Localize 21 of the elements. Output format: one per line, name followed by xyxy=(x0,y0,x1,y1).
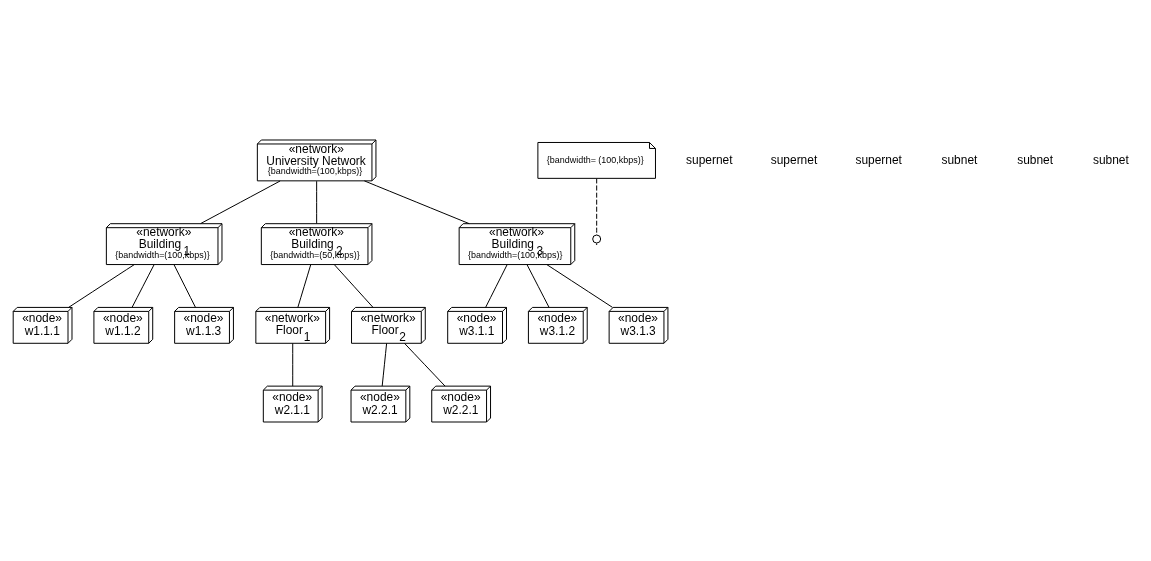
connector xyxy=(404,342,446,387)
connector xyxy=(485,263,508,308)
connector xyxy=(68,263,135,308)
label: supernet xyxy=(770,152,818,167)
connector xyxy=(316,180,318,224)
connector xyxy=(333,263,374,308)
connector xyxy=(596,177,598,235)
label: subnet xyxy=(1092,152,1129,167)
label: supernet xyxy=(686,152,733,167)
label: supernet xyxy=(855,152,902,167)
label: subnet xyxy=(941,152,978,167)
connector xyxy=(526,263,550,308)
connector xyxy=(381,342,388,387)
connector xyxy=(546,263,614,308)
connector xyxy=(292,342,294,387)
connector xyxy=(200,180,281,224)
connector xyxy=(363,179,470,224)
connector xyxy=(173,263,196,308)
connector xyxy=(131,263,155,308)
connector xyxy=(297,263,312,308)
label: subnet xyxy=(1017,152,1054,167)
